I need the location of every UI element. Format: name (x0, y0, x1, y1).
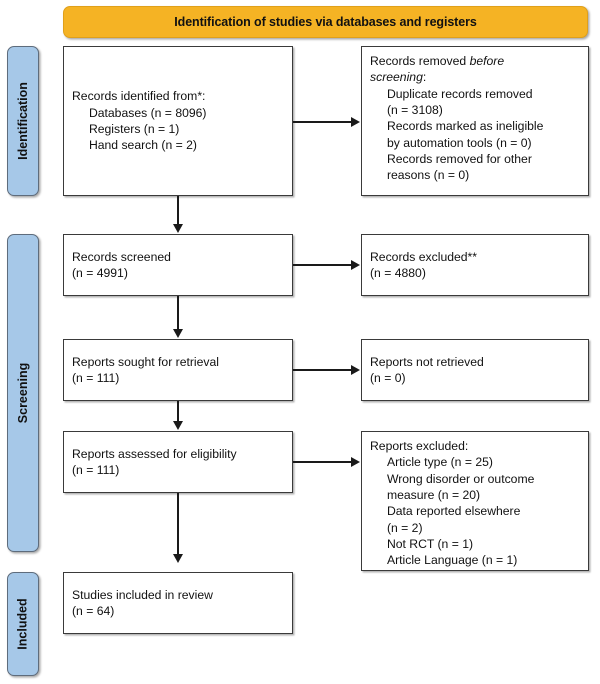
stage-label-included-text: Included (16, 598, 30, 650)
arrow-identified-to-screened-line (177, 196, 179, 225)
arrow-identified-to-removed-line (293, 121, 351, 123)
arrow-sought-to-notretrieved-line (293, 369, 351, 371)
box-records-excluded-text: Records excluded** (n = 4880) (370, 249, 478, 280)
arrow-assessed-to-reportsexcluded-head (351, 457, 360, 467)
box-records-removed-list: Duplicate records removed (n = 3108) Rec… (386, 86, 544, 183)
arrow-sought-to-notretrieved-head (351, 365, 360, 375)
arrow-sought-to-assessed-line (177, 401, 179, 422)
box-reports-excluded-detail-text: Reports excluded: Article type (n = 25) … (370, 439, 535, 568)
box-records-removed-heading: Records removed before screening: (370, 53, 580, 86)
box-studies-included-text: Studies included in review (n = 64) (72, 587, 213, 618)
removed-heading-italic: before screening (370, 54, 505, 85)
box-records-screened: Records screened (n = 4991) (63, 234, 293, 296)
stage-label-screening: Screening (7, 234, 39, 552)
box-reports-sought-text: Reports sought for retrieval (n = 111) (72, 354, 219, 385)
box-records-identified: Records identified from*: Databases (n =… (63, 46, 293, 196)
arrow-assessed-to-included-head (173, 554, 183, 563)
arrow-screened-to-sought-line (177, 296, 179, 330)
arrow-assessed-to-reportsexcluded-line (293, 461, 351, 463)
header-banner: Identification of studies via databases … (63, 6, 588, 38)
arrow-identified-to-removed-head (351, 117, 360, 127)
box-reports-not-retrieved: Reports not retrieved (n = 0) (361, 339, 589, 401)
stage-label-screening-text: Screening (16, 362, 30, 424)
box-studies-included-in-review: Studies included in review (n = 64) (63, 572, 293, 634)
box-reports-assessed-text: Reports assessed for eligibility (n = 11… (72, 446, 237, 477)
removed-heading-plain-1: Records removed (370, 54, 470, 68)
arrow-screened-to-excluded-head (351, 260, 360, 270)
box-reports-sought-for-retrieval: Reports sought for retrieval (n = 111) (63, 339, 293, 401)
stage-label-included: Included (7, 572, 39, 676)
arrow-identified-to-screened-head (173, 224, 183, 233)
arrow-sought-to-assessed-head (173, 421, 183, 430)
box-reports-excluded-detail: Reports excluded: Article type (n = 25) … (361, 431, 589, 571)
arrow-screened-to-excluded-line (293, 264, 351, 266)
box-records-removed-before-screening: Records removed before screening: Duplic… (361, 46, 589, 196)
box-records-excluded: Records excluded** (n = 4880) (361, 234, 589, 296)
stage-label-identification-text: Identification (16, 82, 30, 160)
box-reports-not-retrieved-text: Reports not retrieved (n = 0) (370, 354, 484, 385)
arrow-assessed-to-included-line (177, 493, 179, 555)
stage-label-identification: Identification (7, 46, 39, 196)
removed-heading-plain-2: : (422, 70, 427, 85)
box-reports-assessed-for-eligibility: Reports assessed for eligibility (n = 11… (63, 431, 293, 493)
box-records-screened-text: Records screened (n = 4991) (72, 249, 171, 280)
box-records-identified-text: Records identified from*: Databases (n =… (72, 89, 207, 153)
arrow-screened-to-sought-head (173, 329, 183, 338)
header-banner-title: Identification of studies via databases … (174, 15, 477, 29)
